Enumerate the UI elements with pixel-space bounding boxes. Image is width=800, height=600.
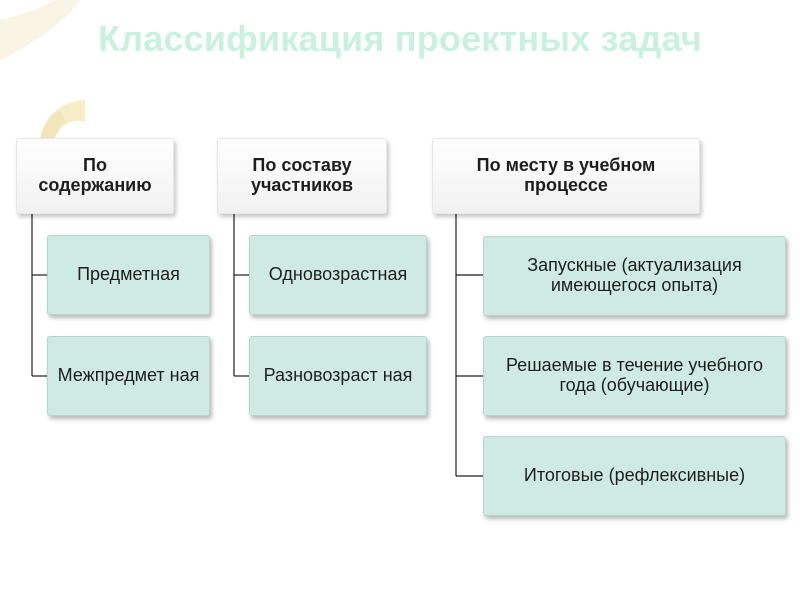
node-mixed-age-label: Разновозраст ная: [264, 366, 413, 386]
node-subject-label: Предметная: [77, 265, 180, 285]
node-subject: Предметная: [47, 235, 210, 315]
node-same-age-label: Одновозрастная: [269, 265, 407, 285]
node-mixed-age: Разновозраст ная: [249, 336, 427, 416]
header-by-learning-place-label: По месту в учебном процессе: [451, 156, 681, 196]
node-final-label: Итоговые (рефлексивные): [524, 466, 745, 486]
node-interdisciplinary: Межпредмет ная: [47, 336, 210, 416]
node-during-year: Решаемые в течение учебного года (обучаю…: [483, 336, 786, 416]
header-by-participants-label: По составу участников: [227, 156, 377, 196]
node-launch-label: Запускные (актуализация имеющегося опыта…: [500, 256, 770, 296]
header-by-content: По содержанию: [16, 138, 174, 214]
node-launch: Запускные (актуализация имеющегося опыта…: [483, 236, 786, 316]
node-final: Итоговые (рефлексивные): [483, 436, 786, 516]
node-during-year-label: Решаемые в течение учебного года (обучаю…: [490, 356, 780, 396]
node-interdisciplinary-label: Межпредмет ная: [58, 366, 200, 386]
header-by-content-label: По содержанию: [30, 156, 160, 196]
header-by-participants: По составу участников: [217, 138, 387, 214]
header-by-learning-place: По месту в учебном процессе: [432, 138, 700, 214]
node-same-age: Одновозрастная: [249, 235, 427, 315]
